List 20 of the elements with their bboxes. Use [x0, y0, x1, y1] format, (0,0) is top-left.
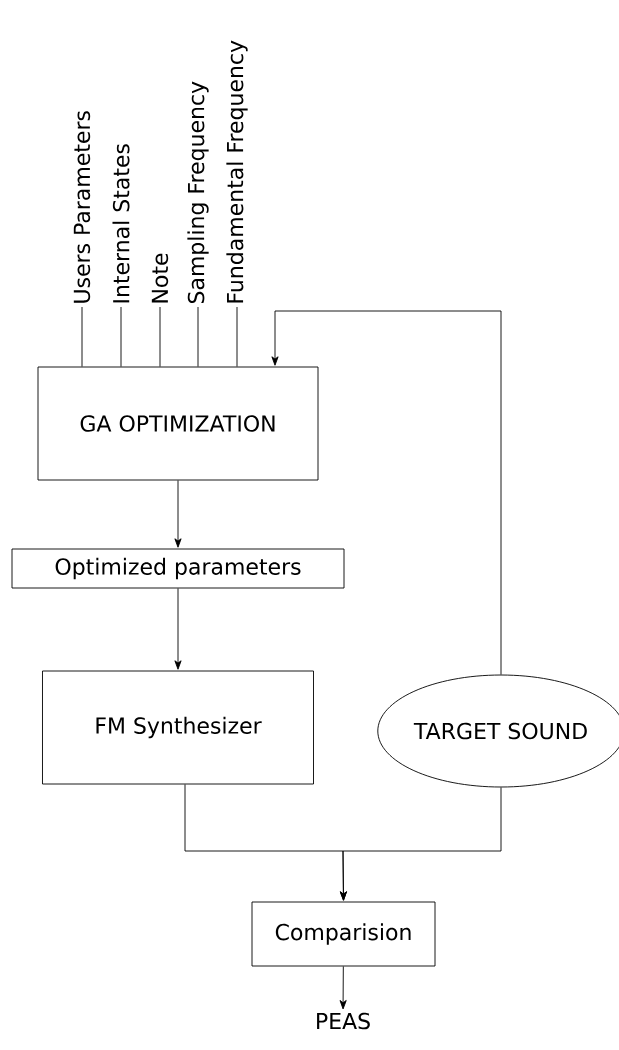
arrow [174, 480, 182, 548]
process-box: GA OPTIMIZATION [37, 366, 319, 481]
input-label: Sampling Frequency [187, 81, 209, 304]
arrow [271, 310, 502, 675]
output-label: PEAS [317, 1012, 370, 1030]
connector-line [197, 306, 199, 367]
arrow [339, 787, 502, 901]
input-label: Fundamental Frequency [226, 40, 248, 303]
connector-line [236, 306, 238, 367]
process-box: Optimized parameters [11, 548, 345, 589]
input-label: Note [151, 253, 169, 303]
connector-line [159, 306, 161, 367]
process-box: Comparision [251, 901, 436, 967]
process-box: FM Synthesizer [42, 670, 314, 785]
arrow [339, 966, 347, 1010]
connector-line [120, 306, 122, 367]
connector-line [81, 306, 83, 367]
arrow [174, 588, 182, 670]
input-label: Internal States [112, 144, 130, 303]
input-label: Users Parameters [73, 111, 91, 303]
